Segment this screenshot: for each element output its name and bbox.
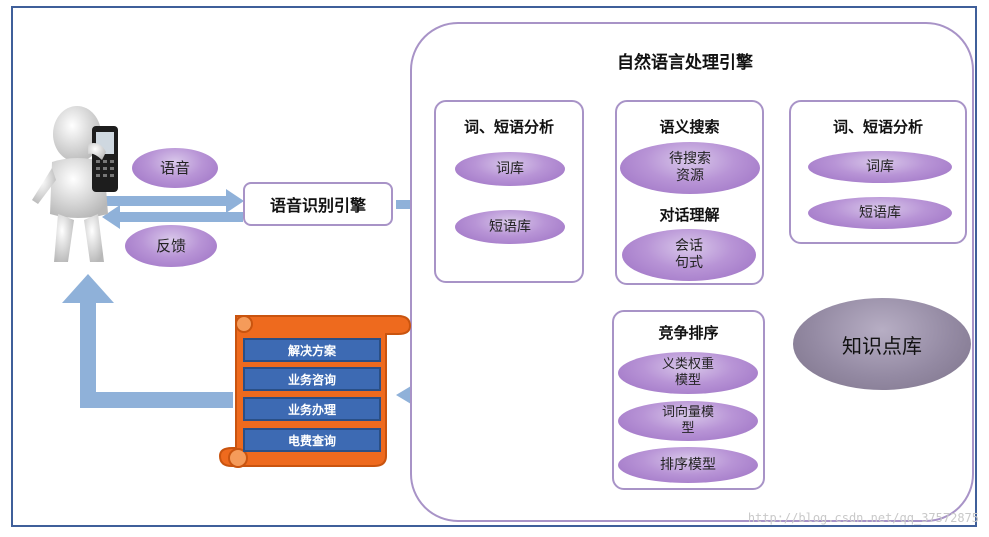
ranking-model-weight: 义类权重 模型 xyxy=(618,352,758,394)
arrow-person-to-engine xyxy=(100,189,244,213)
ranking-model-sort: 排序模型 xyxy=(618,447,758,483)
knowledge-base-ellipse: 知识点库 xyxy=(793,298,971,390)
person-with-phone-icon xyxy=(32,106,118,262)
arrow-engine-to-person xyxy=(102,205,243,229)
diagram-frame xyxy=(11,6,977,527)
right-word-lexicon: 词库 xyxy=(808,151,952,183)
output-item-business-consult: 业务咨询 xyxy=(243,367,381,391)
left-analysis-panel xyxy=(434,100,584,283)
output-item-electricity-query: 电费查询 xyxy=(243,428,381,452)
nlp-engine-title: 自然语言处理引擎 xyxy=(617,53,753,73)
left-analysis-title: 词、短语分析 xyxy=(463,118,554,136)
ranking-model-vector: 词向量模 型 xyxy=(618,401,758,441)
speech-ellipse: 语音 xyxy=(132,148,218,188)
arrow-output-to-person xyxy=(62,274,233,408)
semantic-search-title: 语义搜索 xyxy=(659,118,720,136)
output-item-solution: 解决方案 xyxy=(243,338,381,362)
speech-recognition-engine: 语音识别引擎 xyxy=(243,182,393,226)
search-resource-ellipse: 待搜索 资源 xyxy=(620,142,760,194)
sentence-pattern-ellipse: 会话 句式 xyxy=(622,229,756,281)
right-analysis-title: 词、短语分析 xyxy=(832,118,923,136)
right-phrase-lexicon: 短语库 xyxy=(808,197,952,229)
dialog-understanding-title: 对话理解 xyxy=(659,206,720,224)
left-phrase-lexicon: 短语库 xyxy=(455,210,565,244)
left-word-lexicon: 词库 xyxy=(455,152,565,186)
watermark: http://blog.csdn.net/qq_37572875 xyxy=(747,511,979,525)
ranking-title: 竞争排序 xyxy=(658,324,719,342)
output-item-business-handle: 业务办理 xyxy=(243,397,381,421)
feedback-ellipse: 反馈 xyxy=(125,225,217,267)
